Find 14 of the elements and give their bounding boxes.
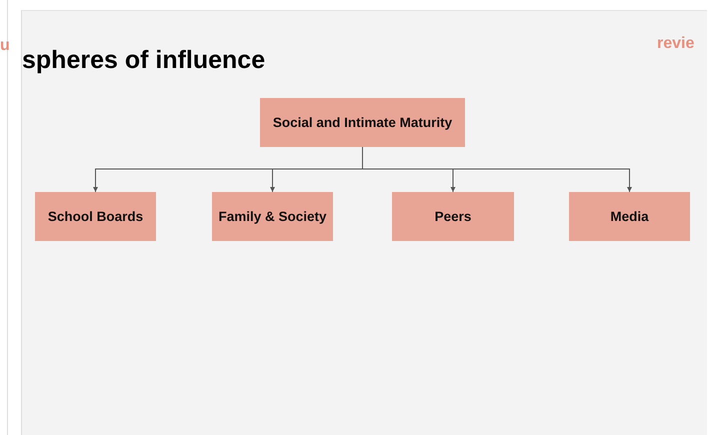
box-label: School Boards: [48, 209, 144, 224]
slide-title: spheres of influence: [22, 46, 266, 75]
box-label: Family & Society: [218, 209, 327, 224]
box-label: Social and Intimate Maturity: [272, 115, 452, 130]
box-label: Media: [610, 209, 649, 224]
category-box: [212, 192, 333, 241]
connector-arrow: [362, 146, 632, 192]
partial-heading-text: revie: [657, 35, 694, 53]
category-box: [35, 192, 156, 241]
partial-heading-text: u: [0, 37, 10, 55]
root-box: [260, 98, 465, 147]
box-label: Peers: [434, 209, 472, 224]
category-box: [569, 192, 690, 241]
category-box: [392, 192, 514, 241]
